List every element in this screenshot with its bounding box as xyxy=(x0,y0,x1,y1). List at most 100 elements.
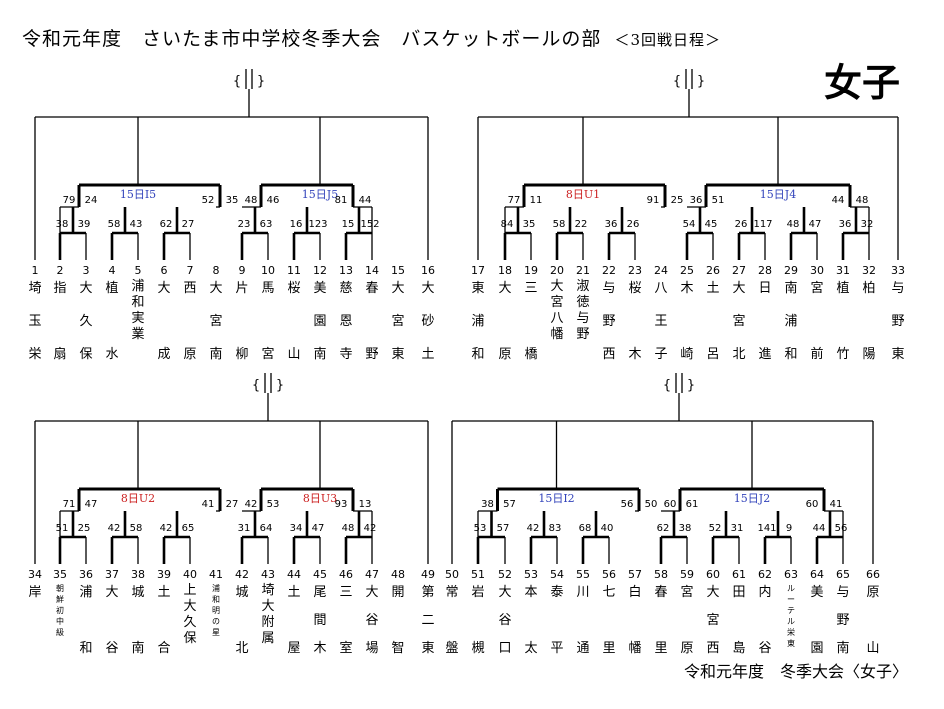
team-number: 31 xyxy=(836,264,850,277)
team-name-char: 陽 xyxy=(862,347,875,362)
score-r1: 32 xyxy=(861,219,874,230)
team-number: 27 xyxy=(732,264,746,277)
score-r1: 26 xyxy=(735,219,748,230)
team-name-char: 馬 xyxy=(261,281,274,296)
score-r2: 46 xyxy=(267,195,280,206)
team-name-char: 南 xyxy=(209,346,222,362)
team-name-char: 原 xyxy=(680,641,693,656)
team-number: 56 xyxy=(602,568,616,581)
team-name-char: 与 xyxy=(891,281,904,296)
team-name-char: 原 xyxy=(183,347,196,362)
gender-label: 女子 xyxy=(824,61,901,105)
score-r1: 57 xyxy=(497,523,510,534)
score-r1: 15 xyxy=(342,219,355,230)
team-number: 22 xyxy=(602,264,616,277)
team-name-char: 南 xyxy=(836,640,849,656)
team-name-char: 泰 xyxy=(550,585,563,600)
team-name-char: 智 xyxy=(391,641,404,656)
score-r1: 27 xyxy=(182,219,195,230)
team-name-char: 鮮 xyxy=(56,594,64,604)
score-r1: 42 xyxy=(527,523,540,534)
score-r1: 52 xyxy=(709,523,722,534)
team-number: 58 xyxy=(654,568,668,581)
score-r1: 16 xyxy=(290,219,303,230)
team-name-char: 栄 xyxy=(787,627,795,637)
score-r1: 83 xyxy=(549,523,562,534)
team-number: 63 xyxy=(784,568,798,581)
team-name-char: 春 xyxy=(365,281,378,296)
team-number: 17 xyxy=(471,264,485,277)
score-r1: 58 xyxy=(108,219,121,230)
team-name-char: 扇 xyxy=(53,346,66,362)
team-name-char: 西 xyxy=(706,641,719,656)
team-number: 49 xyxy=(421,568,435,581)
team-name-char: 浦 xyxy=(79,585,92,600)
team-name-char: 淑 xyxy=(576,279,589,294)
team-name-char: 大 xyxy=(365,585,378,600)
match-label: 8日U1 xyxy=(566,188,600,201)
team-number: 57 xyxy=(628,568,642,581)
team-number: 62 xyxy=(758,568,772,581)
score-r1: 152 xyxy=(360,219,379,230)
score-r1: 117 xyxy=(753,219,772,230)
team-name-char: 浦 xyxy=(212,583,220,593)
team-name-char: 栄 xyxy=(28,347,41,362)
score-r2: 41 xyxy=(830,499,843,510)
team-name-char: 久 xyxy=(183,615,196,630)
score-r1: 34 xyxy=(290,523,303,534)
team-name-char: 木 xyxy=(680,281,693,296)
score-r1: 26 xyxy=(627,219,640,230)
team-name-char: 屋 xyxy=(287,641,300,656)
team-number: 41 xyxy=(209,568,223,581)
brace-right: } xyxy=(687,378,695,393)
team-name-char: 宮 xyxy=(810,280,823,296)
score-r1: 38 xyxy=(679,523,692,534)
brace-left: { xyxy=(663,378,671,393)
score-r1: 36 xyxy=(839,219,852,230)
team-name-char: 植 xyxy=(105,281,118,296)
team-number: 34 xyxy=(28,568,42,581)
team-number: 26 xyxy=(706,264,720,277)
team-number: 2 xyxy=(57,264,64,277)
score-r2: 44 xyxy=(832,195,845,206)
team-number: 3 xyxy=(83,264,90,277)
team-name-char: 大 xyxy=(550,279,563,294)
team-name-char: 八 xyxy=(654,281,667,296)
team-name-char: 和 xyxy=(131,295,144,310)
score-r2: 25 xyxy=(671,195,684,206)
score-r2: 93 xyxy=(335,499,348,510)
team-name-char: 原 xyxy=(866,585,879,600)
team-number: 10 xyxy=(261,264,275,277)
team-name-char: 柏 xyxy=(862,281,875,296)
team-number: 24 xyxy=(654,264,668,277)
team-name-char: 与 xyxy=(602,281,615,296)
team-number: 61 xyxy=(732,568,746,581)
team-name-char: 和 xyxy=(79,641,92,656)
team-name-char: 間 xyxy=(313,613,326,628)
team-name-char: 園 xyxy=(810,641,823,656)
team-name-char: 北 xyxy=(732,347,745,362)
team-name-char: 開 xyxy=(391,585,404,600)
team-number: 65 xyxy=(836,568,850,581)
team-name-char: 木 xyxy=(313,641,326,656)
score-r1: 22 xyxy=(575,219,588,230)
team-name-char: 南 xyxy=(131,640,144,656)
score-r2: 57 xyxy=(503,499,516,510)
team-number: 15 xyxy=(391,264,405,277)
team-number: 37 xyxy=(105,568,119,581)
team-name-char: 場 xyxy=(365,641,378,656)
team-name-char: 北 xyxy=(235,641,248,656)
score-r1: 31 xyxy=(731,523,744,534)
team-name-char: 室 xyxy=(339,640,352,656)
team-name-char: 日 xyxy=(758,281,771,296)
team-name-char: 大 xyxy=(498,281,511,296)
brace-left: { xyxy=(233,74,241,89)
team-name-char: 宮 xyxy=(391,313,404,329)
team-number: 7 xyxy=(187,264,194,277)
score-r1: 48 xyxy=(342,523,355,534)
score-r2: 38 xyxy=(481,499,494,510)
score-r1: 48 xyxy=(787,219,800,230)
team-name-char: 第 xyxy=(421,585,434,600)
team-name-char: 口 xyxy=(498,641,511,656)
team-name-char: 槻 xyxy=(471,640,484,656)
